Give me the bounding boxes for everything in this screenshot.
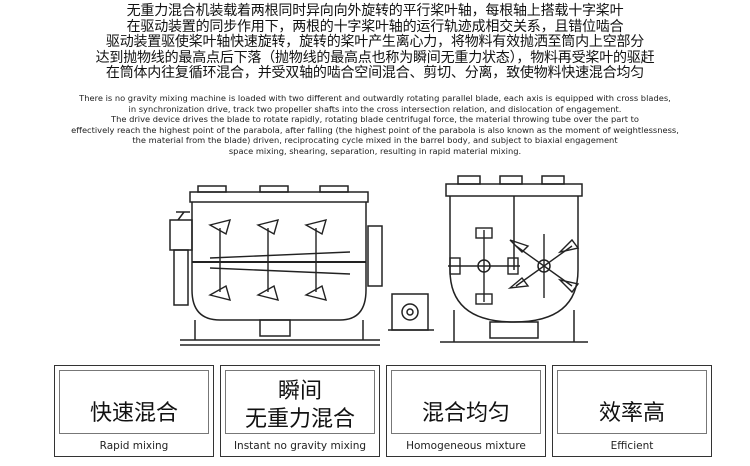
feature-card-homogeneous-mixture: 混合均匀 Homogeneous mixture — [386, 365, 546, 457]
description-cn-line: 驱动装置驱使桨叶轴快速旋转，旋转的桨叶产生离心力，将物料有效抛洒至筒内上空部分 — [105, 34, 645, 50]
mixer-side-view — [169, 185, 383, 346]
feature-card-frame: 混合均匀 — [391, 370, 541, 434]
feature-title-cn-line1: 瞬间 — [277, 379, 322, 404]
description-en-line: The drive device drives the blade to rot… — [111, 114, 639, 125]
description-cn-line: 达到抛物线的最高点后下落（抛物线的最高点也称为瞬间无重力状态），物料再受桨叶的驱… — [95, 49, 655, 66]
feature-label-en: Rapid mixing — [99, 440, 169, 452]
mixer-technical-drawing — [169, 175, 588, 346]
feature-label-en: Homogeneous mixture — [406, 440, 526, 452]
feature-cards: 快速混合 Rapid mixing 瞬间 无重力混合 Instant no gr… — [54, 365, 712, 459]
feature-title-cn: 混合均匀 — [421, 401, 510, 426]
chinese-description: 无重力混合机装载着两根同时异向向外旋转的平行桨叶轴，每根轴上搭载十字桨叶 在驱动… — [20, 3, 730, 82]
description-cn-line: 在筒体内往复循环混合，并受双轴的啮合空间混合、剪切、分离，致使物料快速混合均匀 — [105, 65, 645, 81]
description-en-line: the material from the blade) driven, rec… — [132, 135, 618, 146]
description-en-line: There is no gravity mixing machine is lo… — [79, 93, 671, 103]
feature-title-cn-line2: 无重力混合 — [244, 407, 355, 432]
feature-card-no-gravity-mixing: 瞬间 无重力混合 Instant no gravity mixing — [220, 365, 380, 457]
english-description: There is no gravity mixing machine is lo… — [10, 93, 740, 157]
description-en-line: effectively reach the highest point of t… — [71, 124, 679, 135]
feature-label-en: Instant no gravity mixing — [233, 440, 367, 452]
description-en-line: space mixing, shearing, separation, resu… — [228, 145, 522, 156]
feature-title-cn: 效率高 — [598, 401, 665, 426]
description-cn-line: 无重力混合机装载着两根同时异向向外旋转的平行桨叶轴，每根轴上搭载十字桨叶 — [126, 3, 624, 19]
feature-label-en: Efficient — [610, 440, 654, 452]
feature-card-rapid-mixing: 快速混合 Rapid mixing — [54, 365, 214, 457]
feature-card-frame: 效率高 — [557, 370, 707, 434]
description-cn-line: 在驱动装置的同步作用下，两根的十字桨叶轴的运行轨迹成相交关系，且错位啮合 — [126, 18, 624, 35]
description-en-line: in synchronization drive, track two prop… — [128, 103, 622, 114]
feature-title-cn: 快速混合 — [89, 401, 178, 426]
feature-card-frame: 快速混合 — [59, 370, 209, 434]
mixer-end-view — [440, 175, 588, 343]
motor-drawing — [388, 293, 434, 331]
feature-card-efficient: 效率高 Efficient — [552, 365, 712, 457]
feature-card-frame: 瞬间 无重力混合 — [225, 370, 375, 434]
